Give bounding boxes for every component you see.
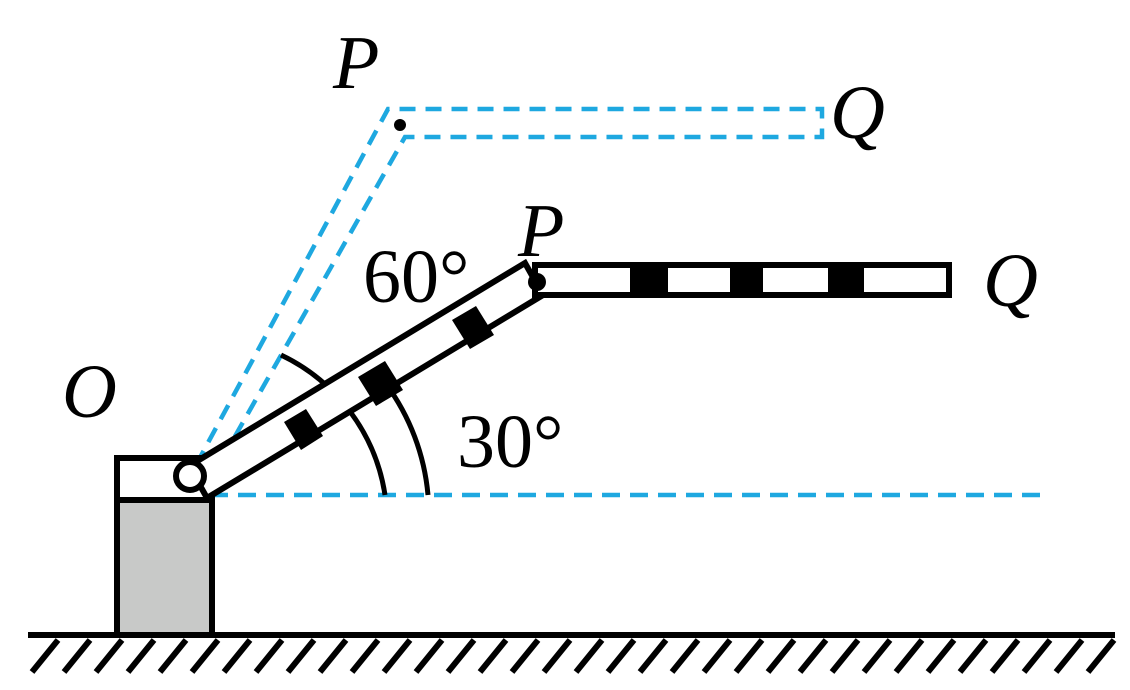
ground-hatch-mark: [477, 638, 509, 674]
ground-hatch-mark: [637, 638, 669, 674]
label-pivot-o: O: [62, 350, 117, 434]
ground-hatch-mark: [157, 638, 189, 674]
joint-point-lower: [528, 273, 546, 291]
ground-hatch-mark: [125, 638, 157, 674]
ground-hatch-mark: [381, 638, 413, 674]
ground-hatch-mark: [925, 638, 957, 674]
ground-hatch-mark: [733, 638, 765, 674]
ground-hatch-mark: [189, 638, 221, 674]
ground-hatch-mark: [861, 638, 893, 674]
label-end-q-upper: Q: [830, 71, 885, 155]
pivot-hinge: [173, 459, 207, 493]
label-joint-p-lower: P: [517, 189, 564, 273]
horizontal-arm-stripe: [828, 265, 864, 295]
ground-hatch-mark: [957, 638, 989, 674]
label-angle-30: 30°: [457, 400, 563, 484]
inclined-arm-stripe: [284, 409, 323, 450]
ground-hatch-mark: [989, 638, 1021, 674]
ground-hatch-mark: [797, 638, 829, 674]
ground-hatch-mark: [93, 638, 125, 674]
ground-hatch-mark: [509, 638, 541, 674]
ground-hatch-mark: [893, 638, 925, 674]
ground-hatch-mark: [221, 638, 253, 674]
ground-hatch-mark: [349, 638, 381, 674]
inclined-arm-stripe: [358, 361, 403, 406]
inclined-arm-stripe: [452, 306, 494, 349]
ground-hatch-mark: [573, 638, 605, 674]
ground-hatch-mark: [413, 638, 445, 674]
ground-hatch-mark: [1021, 638, 1053, 674]
gate-post: [114, 455, 215, 638]
angle-arc-30: [383, 382, 431, 496]
ground-hatching: [29, 638, 1117, 674]
ground-hatch-mark: [1053, 638, 1085, 674]
label-end-q-lower: Q: [983, 239, 1038, 323]
ground-hatch-mark: [765, 638, 797, 674]
ground-hatch-mark: [285, 638, 317, 674]
ground-hatch-mark: [253, 638, 285, 674]
horizontal-arm-stripe: [730, 265, 763, 295]
ground-hatch-mark: [1085, 638, 1117, 674]
ground-hatch-mark: [541, 638, 573, 674]
ground-hatch-mark: [701, 638, 733, 674]
joint-point-upper: [394, 119, 406, 131]
post-body: [114, 497, 215, 638]
label-angle-60: 60°: [363, 235, 469, 319]
horizontal-arm-stripe: [630, 265, 668, 295]
ground: [28, 632, 1117, 674]
horizontal-arm-segment: [532, 262, 952, 298]
ground-hatch-mark: [445, 638, 477, 674]
ground-hatch-mark: [61, 638, 93, 674]
ground-hatch-mark: [605, 638, 637, 674]
label-joint-p-upper: P: [332, 21, 379, 105]
ground-hatch-mark: [29, 638, 61, 674]
ground-hatch-mark: [669, 638, 701, 674]
ground-hatch-mark: [317, 638, 349, 674]
ground-hatch-mark: [829, 638, 861, 674]
